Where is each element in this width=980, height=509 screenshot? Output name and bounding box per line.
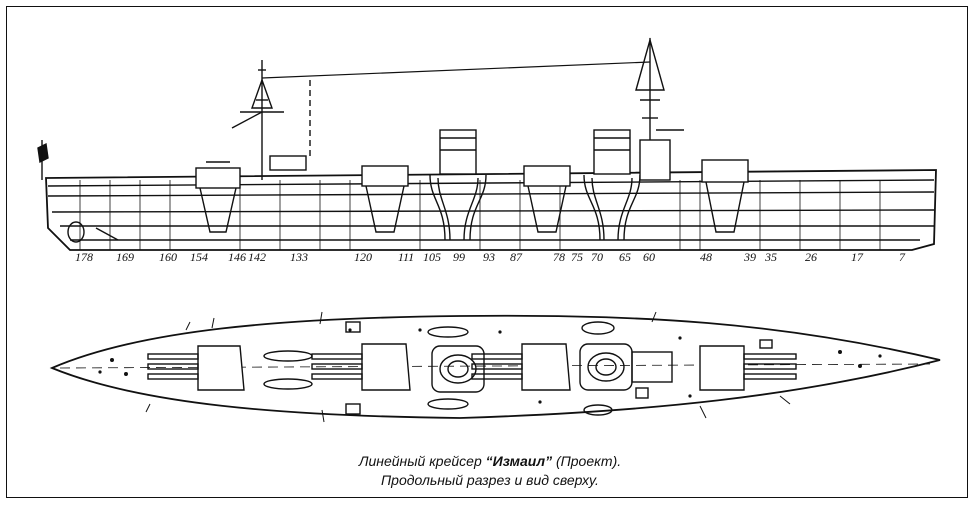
frame-label: 70 — [591, 250, 603, 264]
side-elevation — [37, 37, 937, 251]
frame-label: 60 — [643, 250, 655, 264]
frame-label: 75 — [571, 250, 583, 264]
caption-line-2: Продольный разрез и вид сверху. — [381, 472, 599, 488]
frame-label: 7 — [899, 250, 905, 264]
caption-suffix: (Проект). — [552, 453, 622, 469]
frame-label: 160 — [159, 250, 177, 264]
frame-label: 26 — [805, 250, 817, 264]
plan-view — [49, 311, 941, 423]
frame-label: 120 — [354, 250, 372, 264]
frame-label: 87 — [510, 250, 522, 264]
frame-label: 154 — [190, 250, 208, 264]
frame-label: 178 — [75, 250, 93, 264]
frame-label: 169 — [116, 250, 134, 264]
frame-label: 105 — [423, 250, 441, 264]
frame-label: 142 — [248, 250, 266, 264]
caption-line-1: Линейный крейсер “Измаил” (Проект). — [0, 452, 980, 471]
turret-plan-2 — [311, 343, 411, 391]
frame-label: 93 — [483, 250, 495, 264]
funnel-aft — [429, 129, 487, 241]
frame-number-row: 178 169 160 154 146 142 133 120 111 105 … — [0, 250, 980, 270]
funnel-plan-fore — [579, 343, 673, 391]
frame-label: 48 — [700, 250, 712, 264]
frame-label: 99 — [453, 250, 465, 264]
frame-label: 146 — [228, 250, 246, 264]
caption-prefix: Линейный крейсер — [358, 453, 486, 469]
frame-label: 111 — [397, 250, 415, 264]
ensign-flag — [37, 142, 49, 164]
drawing-caption: Линейный крейсер “Измаил” (Проект). Прод… — [0, 452, 980, 490]
hull-outline — [45, 169, 937, 251]
turret-side-2 — [361, 165, 409, 233]
frame-label: 78 — [553, 250, 565, 264]
deck-outline — [49, 314, 941, 419]
funnel-fore — [583, 129, 641, 241]
frame-label: 17 — [851, 250, 863, 264]
turret-side-4 — [701, 159, 749, 233]
turret-side-1 — [195, 161, 241, 233]
frame-label: 35 — [765, 250, 777, 264]
frame-label: 65 — [619, 250, 631, 264]
border-frame — [6, 6, 968, 498]
frame-label: 39 — [744, 250, 756, 264]
ship-name: “Измаил” — [485, 453, 553, 469]
funnel-plan-aft — [431, 345, 485, 393]
turret-plan-4 — [699, 345, 797, 391]
turret-plan-1 — [147, 345, 245, 391]
turret-plan-3 — [471, 343, 571, 391]
frame-label: 133 — [290, 250, 308, 264]
aft-mast — [231, 60, 284, 180]
turret-side-3 — [523, 165, 571, 233]
antenna-wire — [261, 61, 651, 79]
